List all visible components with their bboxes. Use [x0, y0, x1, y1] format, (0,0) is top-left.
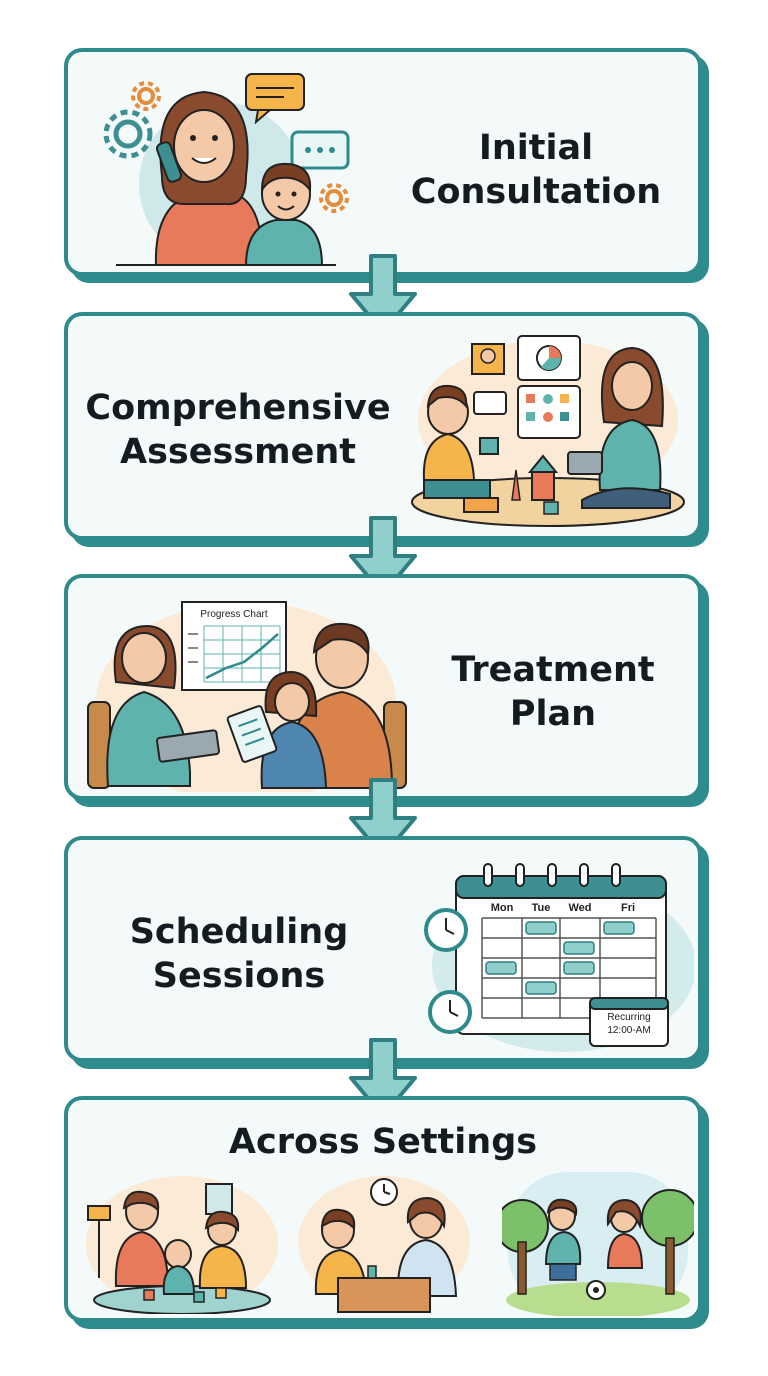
step-title-line: Comprehensive	[85, 388, 391, 428]
recurring-label-line: 12:00-AM	[607, 1025, 651, 1036]
calendar-day-label: Wed	[568, 902, 592, 914]
step-title-line: Plan	[509, 694, 597, 734]
step-card-initial-consultation: Initial Consultation	[64, 48, 702, 276]
recurring-label-line: Recurring	[607, 1012, 651, 1023]
step-title: Across Settings	[228, 1122, 538, 1162]
recurring-label: Recurring 12:00-AM	[590, 1011, 668, 1037]
step-card-treatment-plan: Progress Chart	[64, 574, 702, 800]
treatment-plan-illustration: Progress Chart	[87, 601, 407, 792]
clock-icon	[370, 1178, 398, 1206]
step-title: Treatment Plan	[428, 648, 678, 736]
park-setting-illustration	[502, 1172, 694, 1316]
calendar-day-header: Mon Tue Wed Fri	[482, 902, 656, 914]
home-setting-illustration	[86, 1176, 278, 1314]
school-setting-illustration	[298, 1176, 470, 1313]
chat-dots-icon	[290, 130, 350, 170]
step-title-line: Treatment	[451, 650, 655, 690]
clock-icon	[428, 990, 472, 1034]
speech-bubble-icon	[245, 73, 305, 125]
step-title-line: Consultation	[410, 172, 662, 212]
assessment-illustration	[411, 335, 685, 527]
step-title: Initial Consultation	[386, 126, 686, 214]
step-card-across-settings: Across Settings	[64, 1096, 702, 1322]
step-card-scheduling-sessions: Scheduling Sessions	[64, 836, 702, 1062]
consultation-illustration	[103, 73, 350, 266]
step-title: Comprehensive Assessment	[78, 386, 398, 474]
calendar-day-label: Fri	[620, 902, 636, 914]
step-title: Scheduling Sessions	[104, 910, 374, 998]
progress-chart: Progress Chart	[181, 601, 287, 691]
step-title-line: Assessment	[119, 432, 356, 472]
gear-icon	[131, 81, 161, 111]
calendar-illustration: Mon Tue Wed Fri Recurring 12:00-AM	[424, 856, 694, 1052]
clock-icon	[424, 908, 468, 952]
calendar-day-label: Mon	[490, 902, 514, 914]
step-title-line: Scheduling	[129, 912, 349, 952]
gear-icon	[103, 109, 153, 159]
progress-chart-label: Progress Chart	[200, 609, 267, 620]
calendar-day-label: Tue	[531, 902, 551, 914]
step-title-line: Initial	[478, 128, 594, 168]
step-title-line: Sessions	[152, 956, 326, 996]
step-card-comprehensive-assessment: Comprehensive Assessment	[64, 312, 702, 540]
gear-icon	[319, 183, 349, 213]
